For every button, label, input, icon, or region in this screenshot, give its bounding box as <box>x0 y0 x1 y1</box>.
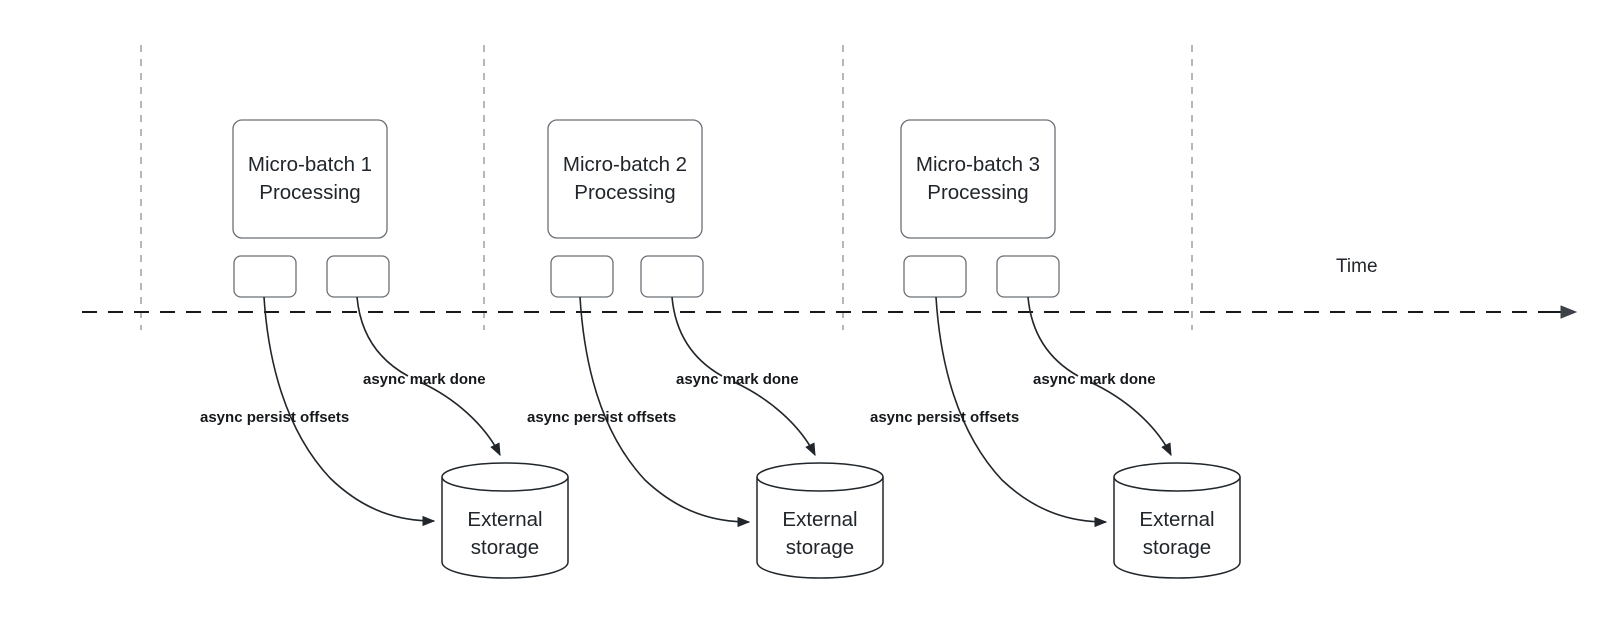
micro-batch-2-task-box-2[interactable] <box>640 255 704 298</box>
micro-batch-1-async-mark-done-arrow <box>356 296 500 455</box>
micro-batch-1-group <box>232 119 569 579</box>
external-storage-2[interactable] <box>756 462 884 579</box>
micro-batch-3-group <box>900 119 1241 579</box>
micro-batch-2-box[interactable] <box>547 119 703 239</box>
time-axis-label: Time <box>1336 256 1378 277</box>
external-storage-3-top <box>1113 462 1241 492</box>
micro-batch-2-async-mark-done-arrow <box>671 296 815 455</box>
micro-batch-3-async-persist-offsets-arrow <box>935 296 1108 528</box>
micro-batch-1-box[interactable] <box>232 119 388 239</box>
micro-batch-1-async-mark-done-label: async mark done <box>363 371 486 388</box>
external-storage-3[interactable] <box>1113 462 1241 579</box>
external-storage-1-label: External storage <box>467 508 543 559</box>
micro-batch-1-task-box-2[interactable] <box>326 255 390 298</box>
external-storage-3-label: External storage <box>1139 508 1215 559</box>
external-storage-2-label: External storage <box>782 508 858 559</box>
micro-batch-3-async-persist-offsets-label: async persist offsets <box>870 409 1020 426</box>
external-storage-2-top <box>756 462 884 492</box>
external-storage-1-body <box>441 477 569 579</box>
micro-batch-3-box[interactable] <box>900 119 1056 239</box>
micro-batch-1-async-persist-offsets-arrow <box>263 296 436 527</box>
micro-batch-2-task-box-1[interactable] <box>550 255 614 298</box>
micro-batch-1-task-box-1[interactable] <box>233 255 297 298</box>
micro-batch-1-async-persist-offsets-label: async persist offsets <box>200 409 350 426</box>
micro-batch-2-async-persist-offsets-arrow <box>579 296 751 528</box>
external-storage-1-top <box>441 462 569 492</box>
external-storage-3-body <box>1113 477 1241 579</box>
micro-batch-2-async-persist-offsets-label: async persist offsets <box>527 409 677 426</box>
micro-batch-2-async-mark-done-label: async mark done <box>676 371 799 388</box>
external-storage-1[interactable] <box>441 462 569 579</box>
micro-batch-3-async-mark-done-arrow <box>1027 296 1171 455</box>
micro-batch-3-task-box-2[interactable] <box>996 255 1060 298</box>
micro-batch-3-task-box-1[interactable] <box>903 255 967 298</box>
micro-batch-3-async-mark-done-label: async mark done <box>1033 371 1156 388</box>
trigger-boundaries <box>140 45 1193 330</box>
micro-batch-2-group <box>547 119 884 579</box>
external-storage-2-body <box>756 477 884 579</box>
